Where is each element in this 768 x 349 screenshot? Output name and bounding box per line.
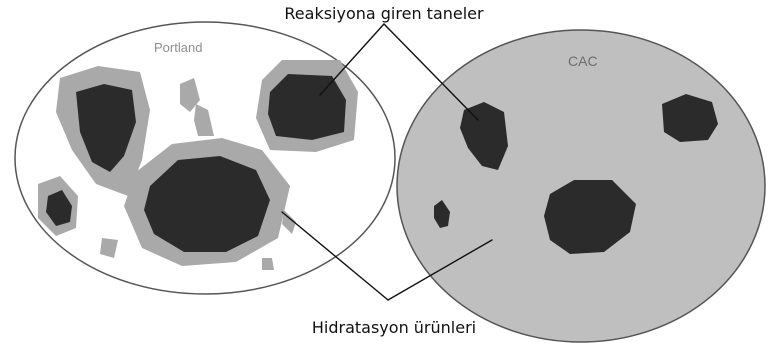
label-reacting-grains: Reaksiyona giren taneler xyxy=(284,4,484,23)
label-cac: CAC xyxy=(568,53,598,69)
grain-upper-right xyxy=(268,74,346,140)
label-portland: Portland xyxy=(154,40,202,55)
label-hydration-products: Hidratasyon ürünleri xyxy=(312,318,476,337)
hydrate-flake-e xyxy=(262,258,274,270)
